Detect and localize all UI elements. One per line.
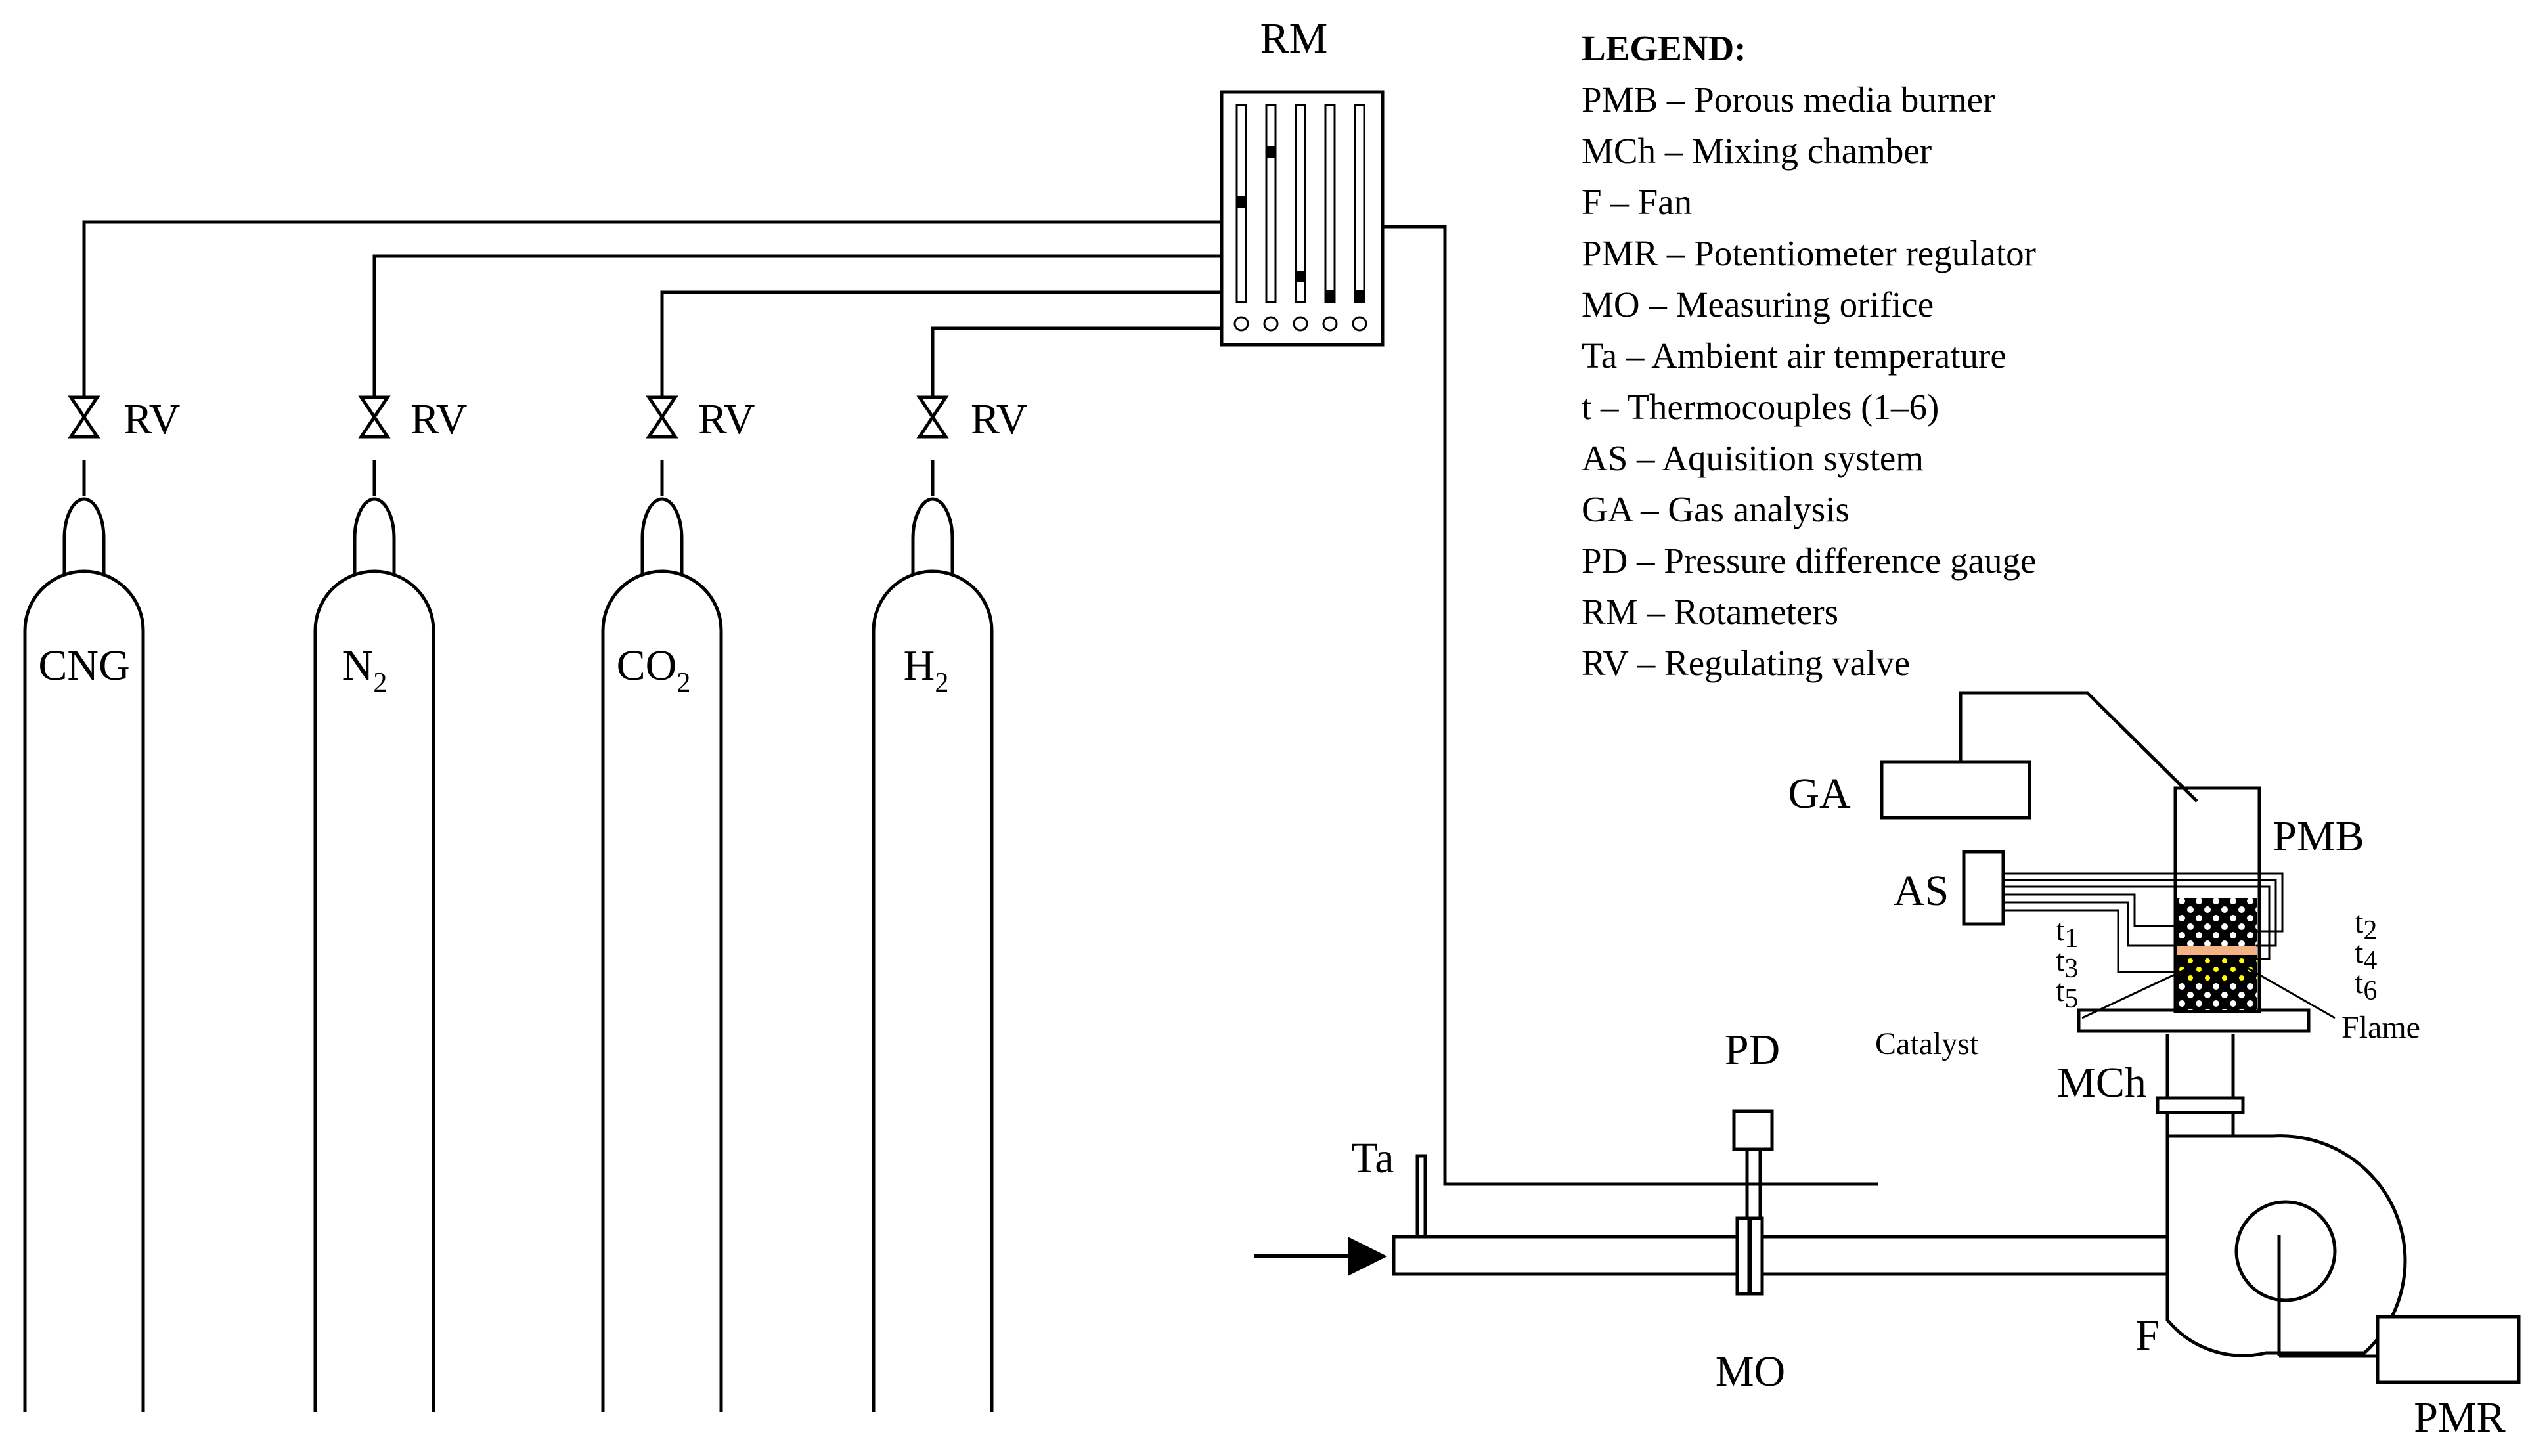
rotameters-label: RM xyxy=(1260,14,1328,62)
legend-item: RM – Rotameters xyxy=(1582,592,1838,632)
t6-label: t6 xyxy=(2355,965,2377,1006)
fan: F xyxy=(2136,1134,2407,1359)
valve-h2: RV xyxy=(916,395,1027,443)
legend-item: PD – Pressure difference gauge xyxy=(1582,540,2036,581)
cylinder-label-cng: CNG xyxy=(38,642,129,690)
rotameter-tubes xyxy=(1233,104,1367,332)
mixing-chamber: MCh xyxy=(2057,1034,2245,1136)
legend-item: PMR – Potentiometer regulator xyxy=(1582,233,2036,273)
legend-item: PMB – Porous media burner xyxy=(1582,79,1995,120)
fan-label: F xyxy=(2136,1312,2160,1359)
valve-label-h2: RV xyxy=(971,395,1027,443)
valve-co2: RV xyxy=(646,395,755,443)
mch-label: MCh xyxy=(2057,1059,2146,1107)
legend-title: LEGEND: xyxy=(1582,28,1746,68)
catalyst-label: Catalyst xyxy=(1875,1026,1979,1061)
callouts: Catalyst Flame xyxy=(1875,964,2420,1061)
t3-label: t3 xyxy=(2056,943,2078,984)
ta-label: Ta xyxy=(1351,1134,1394,1182)
potentiometer-regulator: PMR xyxy=(2376,1315,2521,1442)
valve-label-n2: RV xyxy=(410,395,467,443)
cylinder-cng: CNG xyxy=(23,460,145,1412)
legend-item: AS – Aquisition system xyxy=(1582,438,1924,478)
flame-zone xyxy=(2177,946,2257,955)
valve-n2: RV xyxy=(358,395,467,443)
cylinder-label-co2: CO2 xyxy=(617,642,691,698)
fuel-line-to-pipe xyxy=(1383,225,1878,1186)
acquisition-system: AS xyxy=(1894,850,2284,973)
legend-item: t – Thermocouples (1–6) xyxy=(1582,387,1939,427)
measuring-orifice: MO xyxy=(1716,1149,1785,1396)
legend-item: GA – Gas analysis xyxy=(1582,489,1850,529)
ga-label: GA xyxy=(1788,770,1851,818)
t4-label: t4 xyxy=(2355,935,2377,976)
cylinder-h2: H2 xyxy=(872,460,994,1412)
cylinder-label-n2: N2 xyxy=(342,642,388,698)
legend-item: Ta – Ambient air temperature xyxy=(1582,336,2007,376)
porous-media-burner: PMB xyxy=(2077,786,2364,1033)
cylinder-co2: CO2 xyxy=(601,460,723,1412)
gas-supply-lines xyxy=(82,220,1222,397)
gas-line-n2 xyxy=(372,254,1222,397)
cylinder-n2: N2 xyxy=(313,460,435,1412)
gas-cylinders: CNG N2 CO2 H2 xyxy=(23,460,994,1412)
thermocouple-labels: t1 t3 t5 t2 t4 t6 xyxy=(2056,905,2377,1014)
legend-item: RV – Regulating valve xyxy=(1582,643,1910,683)
pmr-label: PMR xyxy=(2414,1394,2505,1442)
rotameters: RM xyxy=(1220,14,1385,347)
gas-line-cng xyxy=(82,220,1222,397)
valve-label-co2: RV xyxy=(698,395,755,443)
mo-label: MO xyxy=(1716,1348,1785,1396)
t1-label: t1 xyxy=(2056,913,2078,954)
pd-label: PD xyxy=(1725,1026,1780,1074)
cylinder-label-h2: H2 xyxy=(904,642,949,698)
legend-item: MCh – Mixing chamber xyxy=(1582,131,1932,171)
ta-sensor xyxy=(1415,1154,1427,1239)
t5-label: t5 xyxy=(2056,973,2078,1014)
valve-label-cng: RV xyxy=(123,395,180,443)
porous-media-lower xyxy=(2177,981,2257,1010)
gas-analysis: GA xyxy=(1788,691,2198,820)
legend-item: F – Fan xyxy=(1582,182,1692,222)
t2-label: t2 xyxy=(2355,905,2377,946)
porous-media-upper xyxy=(2177,898,2257,946)
regulating-valves: RV RV RV RV xyxy=(68,395,1027,443)
legend: LEGEND: PMB – Porous media burner MCh – … xyxy=(1582,28,2036,683)
as-label: AS xyxy=(1894,867,1949,915)
air-pipe: Ta xyxy=(1254,1134,2169,1276)
valve-cng: RV xyxy=(68,395,180,443)
pmb-label: PMB xyxy=(2273,812,2364,860)
flame-label: Flame xyxy=(2341,1010,2420,1045)
catalyst-zone xyxy=(2177,955,2257,981)
pressure-difference-gauge: PD xyxy=(1725,1026,1780,1151)
legend-item: MO – Measuring orifice xyxy=(1582,284,1934,324)
gas-line-h2 xyxy=(931,326,1222,397)
gas-line-co2 xyxy=(660,290,1222,397)
